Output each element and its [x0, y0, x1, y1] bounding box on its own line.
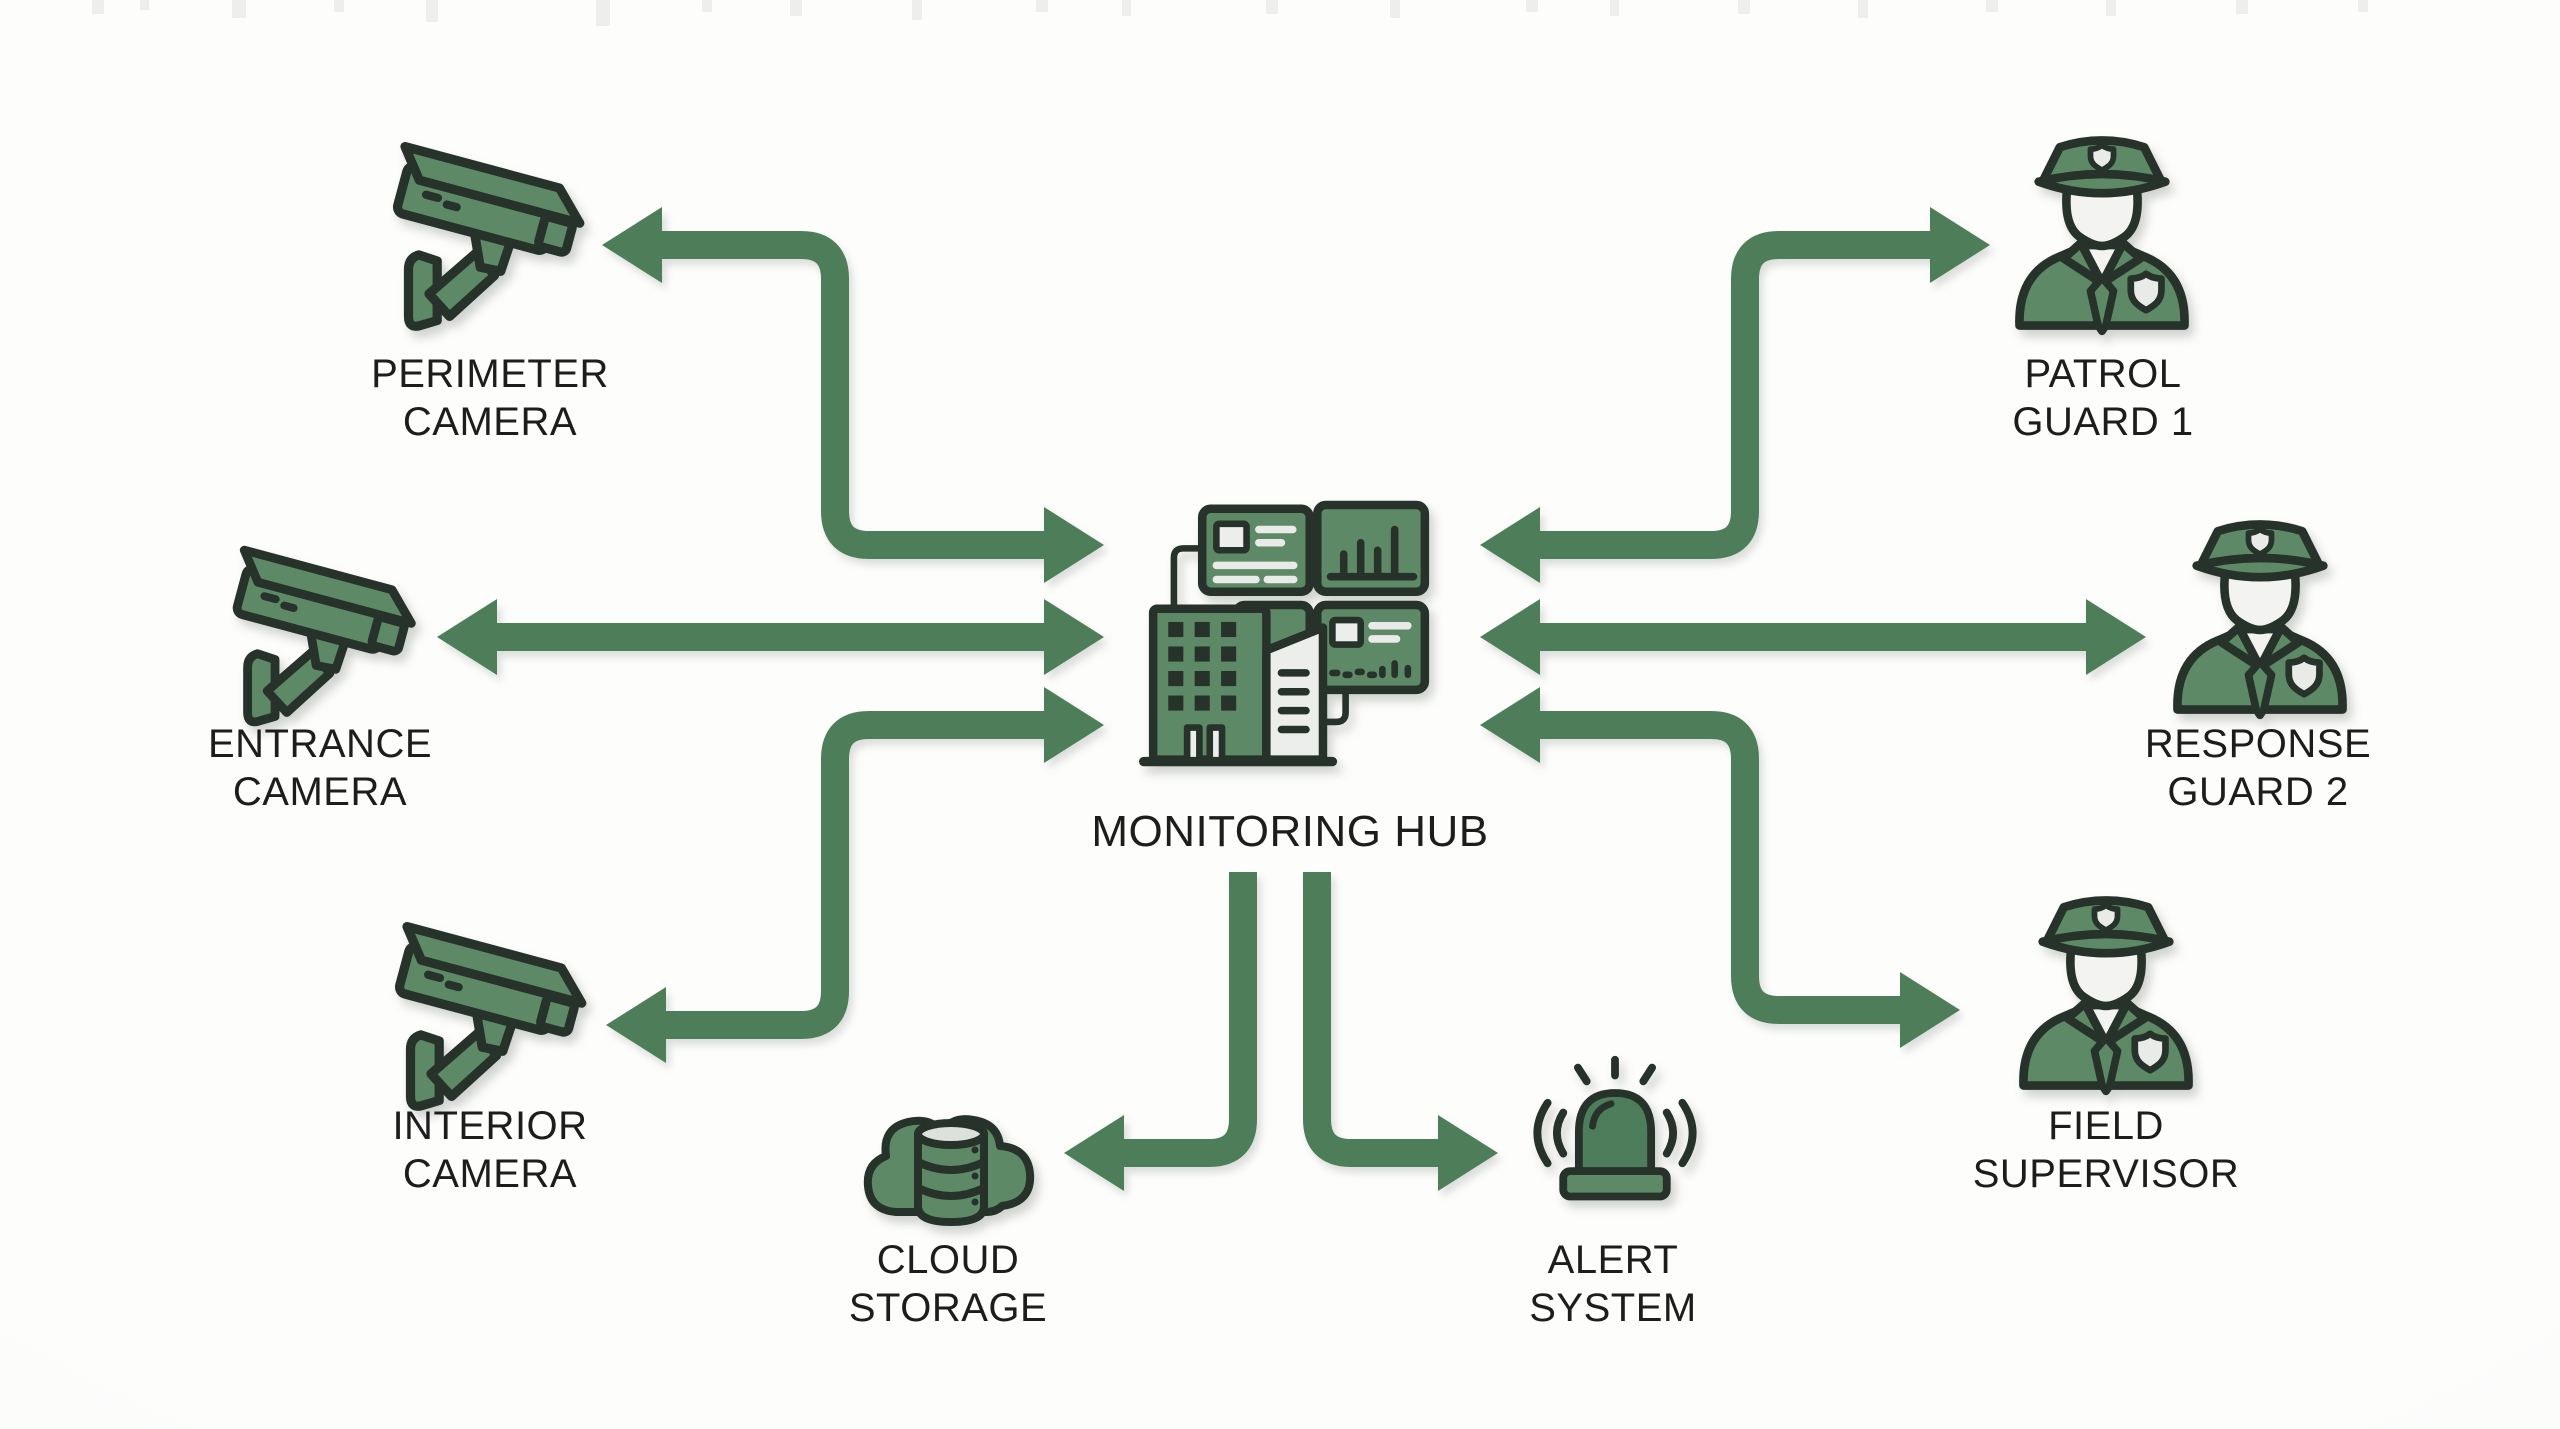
label-line: CLOUD	[876, 1238, 1020, 1282]
node-label-interior-camera: INTERIOR CAMERA	[290, 1102, 690, 1198]
arrow-hub-perimeter-camera	[602, 207, 1104, 583]
arrow-hub-interior-camera	[606, 687, 1104, 1063]
label-line: PERIMETER	[371, 352, 609, 396]
monitoring-hub-icon	[1138, 488, 1440, 771]
node-label-monitoring-hub: MONITORING HUB	[1040, 806, 1540, 858]
label-line: RESPONSE	[2144, 722, 2372, 766]
label-line: PATROL	[2024, 352, 2182, 396]
arrow-hub-entrance-camera	[437, 599, 1104, 675]
node-label-cloud-storage: CLOUD STORAGE	[748, 1236, 1148, 1332]
node-label-patrol-guard-1: PATROL GUARD 1	[1903, 350, 2303, 446]
label-line: CAMERA	[232, 770, 408, 814]
cctv-camera-icon	[390, 916, 595, 1121]
label-line: FIELD	[2048, 1104, 2164, 1148]
cloud-database-icon	[856, 1078, 1046, 1243]
security-guard-icon	[2006, 128, 2198, 339]
security-guard-icon	[2164, 512, 2356, 723]
cctv-camera-icon	[228, 540, 424, 736]
label-line: CAMERA	[402, 1152, 578, 1196]
arrow-hub-cloud-storage	[1064, 872, 1257, 1191]
label-line: CAMERA	[402, 400, 578, 444]
arrow-hub-alert-system	[1303, 872, 1498, 1191]
label-line: ENTRANCE	[207, 722, 433, 766]
node-label-entrance-camera: ENTRANCE CAMERA	[120, 720, 520, 816]
node-label-perimeter-camera: PERIMETER CAMERA	[290, 350, 690, 446]
label-line: SYSTEM	[1529, 1286, 1697, 1330]
label-line: SUPERVISOR	[1972, 1152, 2240, 1196]
cctv-camera-icon	[388, 136, 593, 341]
label-line: GUARD 2	[2167, 770, 2349, 814]
arrow-hub-field-supervisor	[1480, 687, 1960, 1048]
node-label-field-supervisor: FIELD SUPERVISOR	[1906, 1102, 2306, 1198]
label-line: MONITORING HUB	[1091, 807, 1489, 856]
label-line: INTERIOR	[392, 1104, 588, 1148]
arrow-hub-patrol-guard-1	[1480, 207, 1990, 583]
node-label-alert-system: ALERT SYSTEM	[1413, 1236, 1813, 1332]
label-line: GUARD 1	[2012, 400, 2194, 444]
node-label-response-guard-2: RESPONSE GUARD 2	[2058, 720, 2458, 816]
security-guard-icon	[2010, 888, 2202, 1099]
label-line: ALERT	[1547, 1238, 1679, 1282]
siren-icon	[1522, 1052, 1708, 1218]
arrow-hub-response-guard-2	[1480, 599, 2146, 675]
label-line: STORAGE	[848, 1286, 1048, 1330]
